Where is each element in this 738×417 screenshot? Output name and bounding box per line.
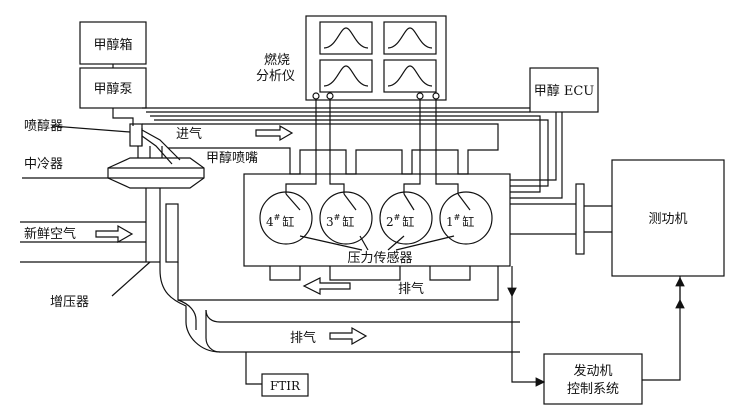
methanol-ecu-label: 甲醇 ECU [534,83,595,99]
dynamometer-box [611,159,725,277]
cylinder-3-label: 3#缸 [326,213,354,229]
ftir-label: FTIR [270,379,301,393]
ftir-box [261,373,309,397]
cylinder-4 [259,191,313,245]
combustion-analyzer-label-2: 分析仪 [256,69,295,84]
exhaust-out-arrow [329,326,368,346]
sensor-wire-3 [329,99,345,194]
sensor-wire-1 [435,99,459,194]
sensor-wire-4 [285,99,317,194]
exhaust-manifold [269,266,471,281]
dynamometer-label: 测功机 [648,212,687,227]
intake-manifold [142,123,499,175]
cylinder-1-label: 1#缸 [446,213,474,229]
turbine-tube [165,203,179,263]
engine-control-label-2: 控制系统 [567,382,619,397]
intake-label: 进气 [176,126,202,142]
cylinder-1 [439,191,493,245]
intercooler-shape [107,157,205,189]
combustion-analyzer-box [305,15,447,101]
methanol-nozzle-label: 甲醇喷嘴 [206,150,258,166]
cylinder-2 [379,191,433,245]
intercooler-label: 中冷器 [24,157,63,172]
cylinder-4-label: 4#缸 [266,213,294,229]
exhaust-manifold-arrow [302,277,351,295]
pressure-sensor-label: 压力传感器 [347,250,412,266]
exhaust-outlet-pipe [159,262,520,353]
methanol-injector-label: 喷醇器 [24,118,63,134]
cylinder-3 [319,191,373,245]
engine-block [243,173,511,267]
cylinder-2-label: 2#缸 [386,213,414,229]
turbocharger-label: 增压器 [50,295,89,310]
intake-flow-arrow [255,124,294,142]
coupling-flange [575,183,585,255]
combustion-analyzer-label-1: 燃烧 [264,52,290,68]
fresh-air-arrow [95,224,134,244]
methanol-feed-line [112,108,134,126]
methanol-pump-label: 甲醇泵 [93,81,132,97]
exhaust-manifold-label: 排气 [398,281,424,297]
methanol-ecu-box [529,67,599,113]
sensor-wire-2 [403,99,421,194]
exhaust-out-label: 排气 [290,330,316,346]
ftir-sample-line [245,352,262,385]
methanol-tank-label: 甲醇箱 [93,37,132,53]
fresh-air-label: 新鲜空气 [24,226,76,242]
engine-control-label-1: 发动机 [573,363,612,379]
methanol-injector-block [129,123,143,147]
